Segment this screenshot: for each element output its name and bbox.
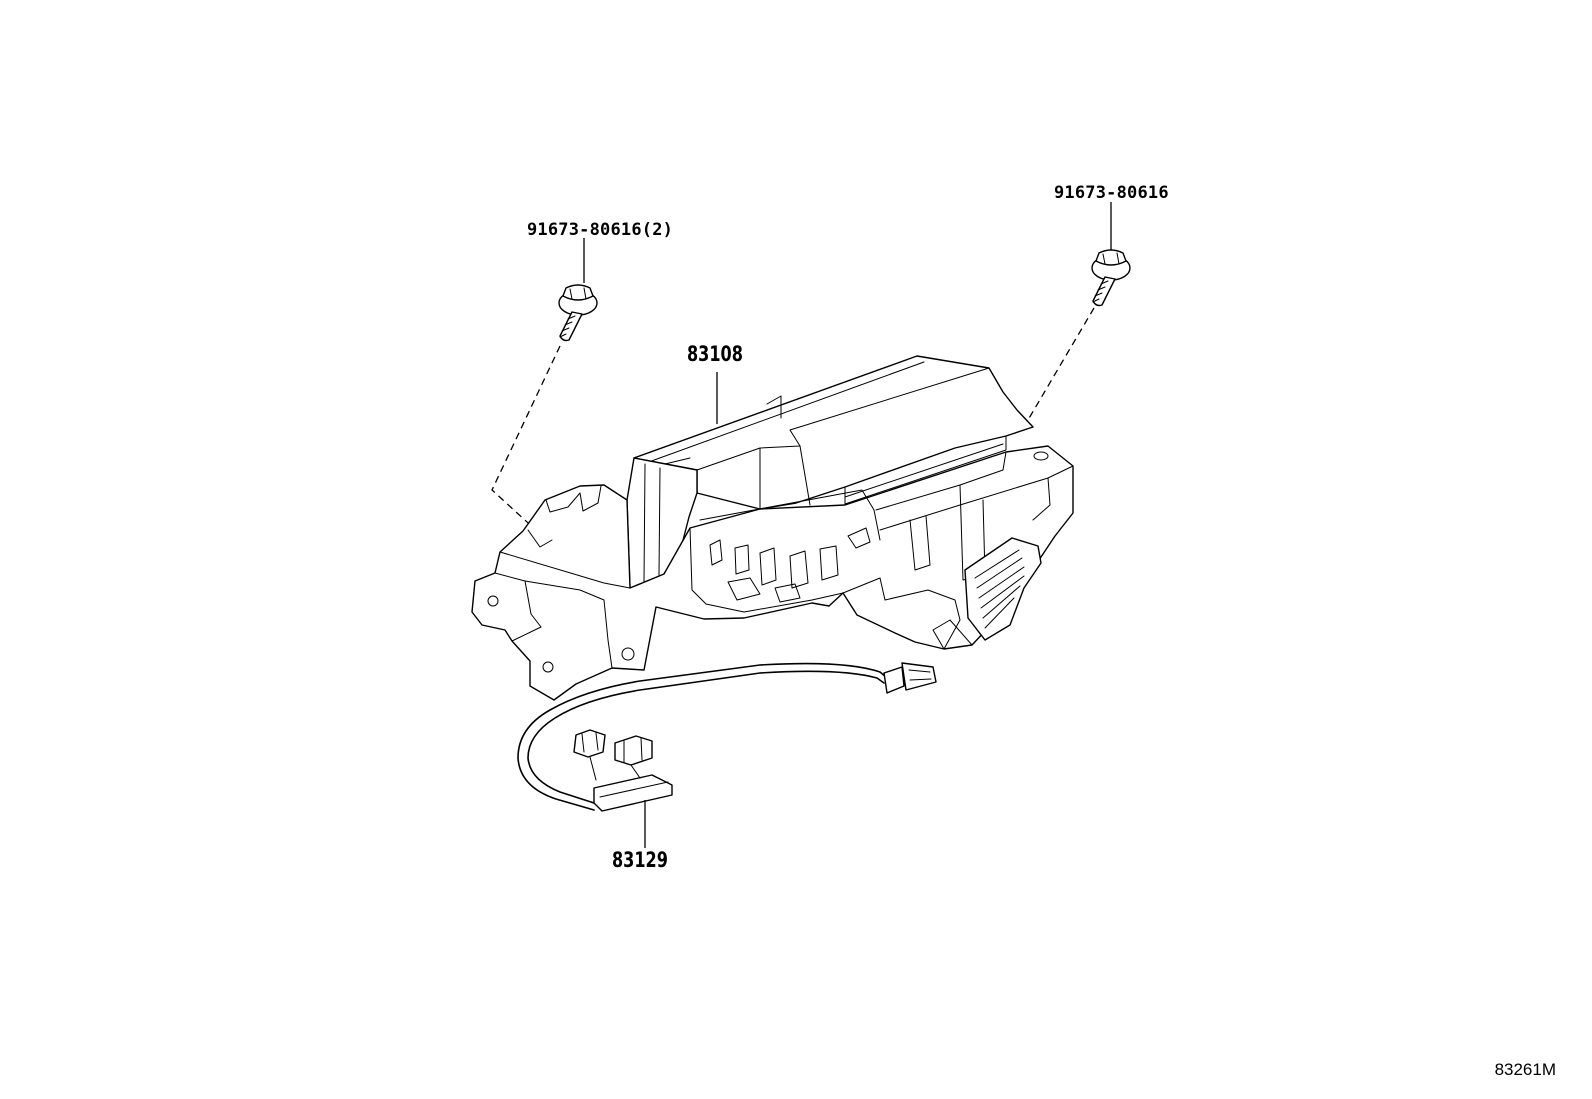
bracket-assembly[interactable] [471, 355, 1074, 701]
diagram-reference-code: 83261M [1494, 1060, 1556, 1079]
wire-harness[interactable] [517, 662, 937, 812]
callout-bracket-part-number[interactable]: 83108 [687, 342, 743, 366]
right-bolt[interactable] [1091, 249, 1131, 307]
install-path-right [1027, 307, 1095, 421]
callout-left-bolt-part-number[interactable]: 91673-80616(2) [527, 220, 674, 240]
left-bolt[interactable] [558, 284, 598, 342]
callout-right-bolt-part-number[interactable]: 91673-80616 [1054, 183, 1169, 203]
callout-harness-part-number[interactable]: 83129 [612, 848, 668, 872]
